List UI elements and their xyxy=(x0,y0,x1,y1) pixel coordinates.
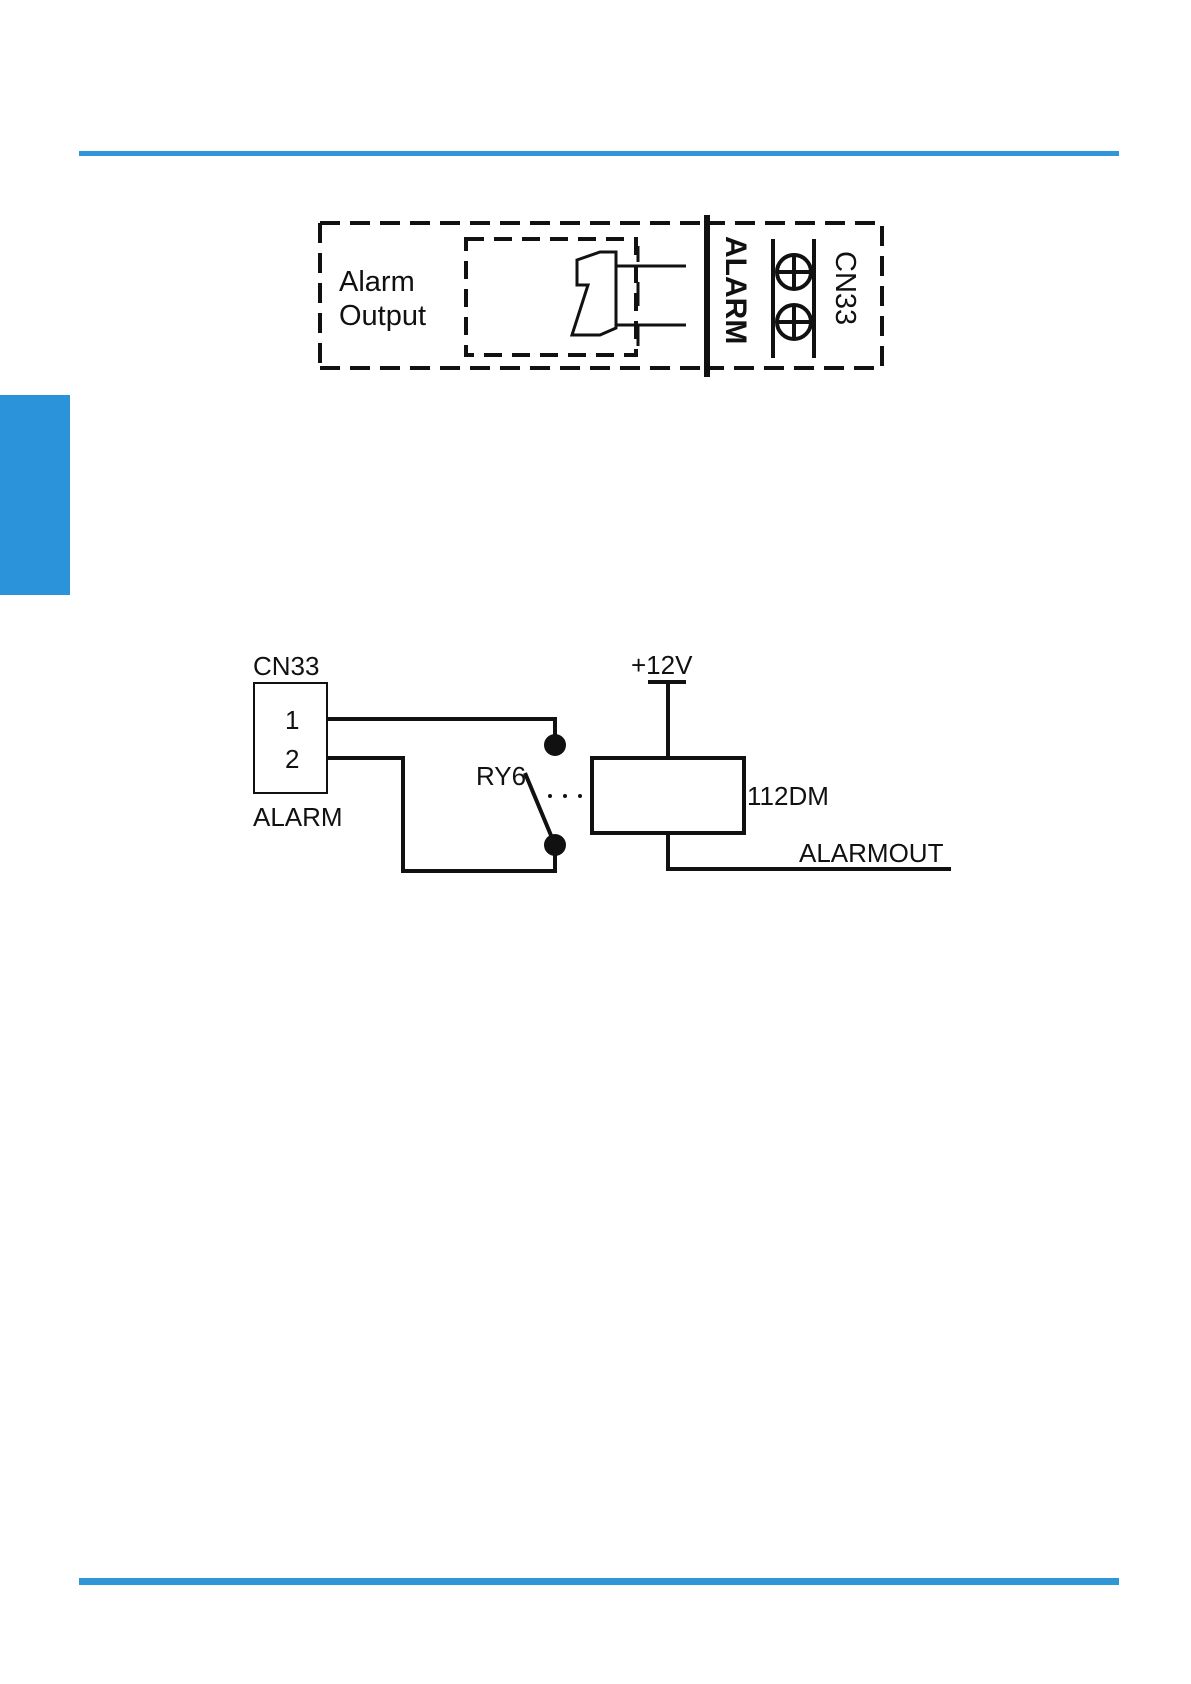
pin-1-label: 1 xyxy=(285,705,299,735)
relay-name: RY6 xyxy=(476,761,526,791)
supply-label: +12V xyxy=(631,650,693,680)
connector-box xyxy=(254,683,327,793)
linkage-dot-3 xyxy=(578,794,582,798)
linkage-dot-2 xyxy=(563,794,567,798)
output-net-label: ALARMOUT xyxy=(799,838,944,868)
wire-pin1 xyxy=(327,719,555,745)
relay-switch-blade xyxy=(525,773,555,845)
alarm-output-label-line2: Output xyxy=(339,300,426,332)
relay-contact-icon xyxy=(572,252,616,335)
relay-coil xyxy=(592,758,744,833)
contact-node-top xyxy=(544,734,566,756)
alarm-schematic: CN33 1 2 ALARM RY6 112DM +12V ALARMOUT xyxy=(253,650,951,871)
linkage-dot-1 xyxy=(548,794,552,798)
terminal-label: ALARM xyxy=(719,236,752,344)
connector-figure: Alarm Output ALARM CN33 xyxy=(320,215,882,377)
alarm-output-label-line1: Alarm xyxy=(339,266,415,298)
screw-terminal-2-icon xyxy=(777,305,811,339)
screw-terminal-1-icon xyxy=(777,255,811,289)
coil-label: 112DM xyxy=(747,781,829,811)
connector-caption: ALARM xyxy=(253,802,343,832)
connector-name: CN33 xyxy=(253,651,319,681)
relay-dashed-box xyxy=(466,239,636,355)
pin-2-label: 2 xyxy=(285,744,299,774)
connector-label: CN33 xyxy=(829,251,861,325)
